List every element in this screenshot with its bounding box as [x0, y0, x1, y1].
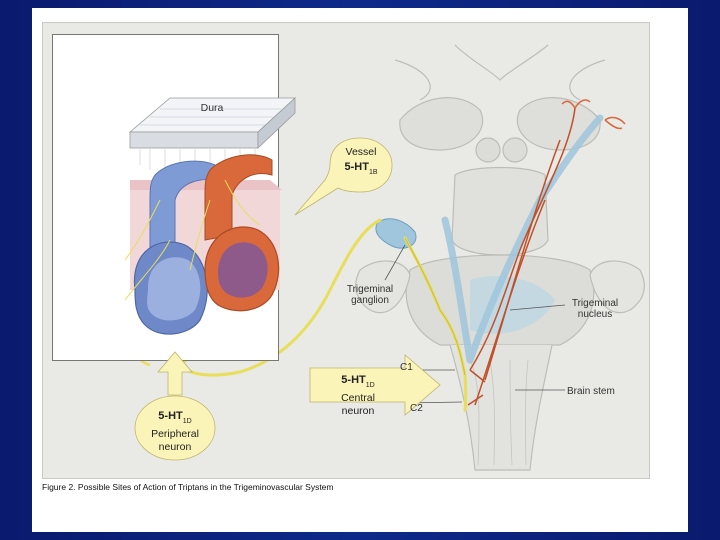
peripheral-receptor-subscript: 1D [182, 418, 192, 426]
peripheral-receptor: 5-HT [158, 410, 183, 422]
central-receptor: 5-HT [341, 374, 366, 386]
c2-label: C2 [410, 403, 423, 414]
peripheral-bubble [134, 351, 216, 461]
vessel-bubble-line1: Vessel [345, 146, 377, 158]
trigeminal-ganglion-label: Trigeminal ganglion [346, 284, 394, 306]
central-bubble-line2: Central [341, 392, 375, 405]
central-bubble-line3: neuron [341, 405, 375, 418]
central-receptor-subscript: 1D [365, 382, 375, 390]
figure-caption: Figure 2. Possible Sites of Action of Tr… [42, 482, 334, 492]
peripheral-bubble-line3: neuron [158, 441, 192, 454]
trigeminal-nucleus-label: Trigeminal nucleus [571, 298, 619, 320]
central-bubble-text: 5-HT1D Central neuron [318, 372, 398, 418]
peripheral-bubble-text: 5-HT1D Peripheral neuron [138, 408, 212, 454]
central-bubble [309, 354, 441, 416]
vessel-receptor: 5-HT [344, 161, 369, 173]
peripheral-bubble-line2: Peripheral [151, 428, 199, 441]
dura-label: Dura [200, 102, 224, 114]
brain-stem-label: Brain stem [567, 386, 615, 397]
vessel-bubble [294, 137, 393, 216]
vessel-receptor-subscript: 1B [368, 169, 378, 177]
vessel-bubble-text: Vessel 5-HT1B [330, 146, 392, 179]
c1-label: C1 [400, 362, 413, 373]
